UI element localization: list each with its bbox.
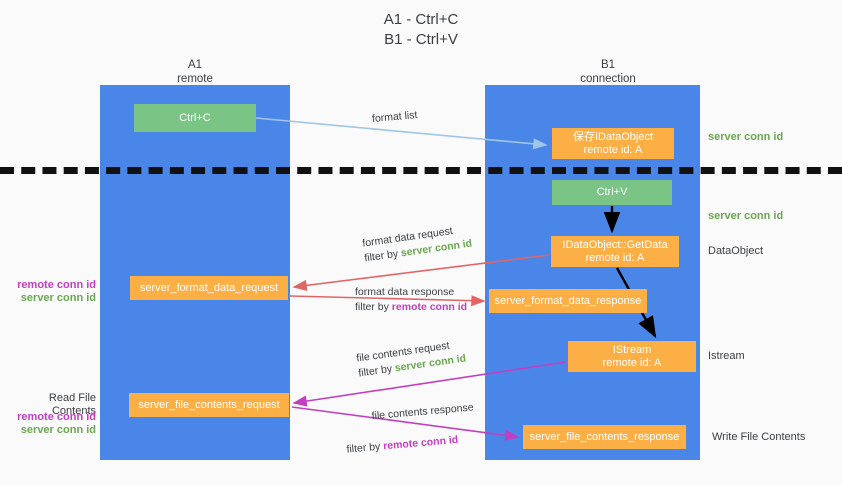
filter-id-2: remote conn id xyxy=(391,301,468,313)
annotation-server-conn-id-top: server conn id xyxy=(708,131,784,143)
annotation-server-conn-id-2: server conn id xyxy=(20,424,96,436)
annotation-read-file-contents: Read File Contents xyxy=(48,392,96,417)
box-server-file-contents-response[interactable]: server_file_contents_response xyxy=(523,425,686,449)
lane-a1-role: remote xyxy=(177,73,213,85)
lane-b1-name: B1 xyxy=(600,59,616,71)
box-istream[interactable]: IStream remote id: A xyxy=(568,341,696,372)
box-save-idataobject[interactable]: 保存IDataObject remote id: A xyxy=(552,128,674,159)
title-line-2: B1 - Ctrl+V xyxy=(384,31,458,48)
annotation-server-conn-id-mid: server conn id xyxy=(708,210,784,222)
annotation-dataobject: DataObject xyxy=(708,245,764,257)
annotation-write-file-contents: Write File Contents xyxy=(712,431,806,443)
box-ctrl-v[interactable]: Ctrl+V xyxy=(552,180,672,205)
lane-a1-name: A1 xyxy=(187,59,203,71)
filter-prefix-3: filter by xyxy=(357,362,396,380)
box-server-file-contents-request[interactable]: server_file_contents_request xyxy=(129,393,289,417)
box-idataobject-getdata[interactable]: IDataObject::GetData remote id: A xyxy=(551,236,679,267)
arrow-file-contents-response xyxy=(291,406,520,441)
edge-label-format-data-response: format data response filter by remote co… xyxy=(355,285,467,315)
box-server-file-contents-request-label: server_file_contents_request xyxy=(138,398,280,411)
edge-label-format-data-response-line1: format data response xyxy=(355,286,455,298)
box-ctrl-v-label: Ctrl+V xyxy=(596,186,628,198)
box-server-format-data-request-label: server_format_data_request xyxy=(139,281,279,294)
lane-header-b1: B1 connection xyxy=(528,58,688,86)
box-server-format-data-response[interactable]: server_format_data_response xyxy=(489,289,647,313)
arrow-format-data-response xyxy=(289,295,486,307)
box-save-idataobject-label: 保存IDataObject xyxy=(572,130,654,143)
annotation-remote-conn-id-1: remote conn id xyxy=(17,279,96,291)
lane-header-a1: A1 remote xyxy=(125,58,265,86)
title-line-1: A1 - Ctrl+C xyxy=(383,11,459,28)
box-ctrl-c-label: Ctrl+C xyxy=(179,111,211,124)
arrow-file-contents-request xyxy=(292,361,567,407)
page-title: A1 - Ctrl+C B1 - Ctrl+V xyxy=(0,10,842,50)
annotation-server-conn-id-1: server conn id xyxy=(20,292,96,304)
box-save-idataobject-sub: remote id: A xyxy=(583,143,643,156)
box-idataobject-getdata-sub: remote id: A xyxy=(585,251,645,264)
filter-prefix-2: filter by xyxy=(355,301,392,313)
annotation-conn-ids-file: remote conn id server conn id xyxy=(8,411,96,437)
annotation-conn-ids-format: remote conn id server conn id xyxy=(8,279,96,305)
box-server-format-data-request[interactable]: server_format_data_request xyxy=(130,276,288,300)
lane-b1-role: connection xyxy=(580,73,636,85)
annotation-istream: Istream xyxy=(708,350,745,362)
box-ctrl-c[interactable]: Ctrl+C xyxy=(134,104,256,132)
box-server-file-contents-response-label: server_file_contents_response xyxy=(529,430,680,443)
edge-label-format-data-response-filter: filter by remote conn id xyxy=(355,300,467,315)
filter-prefix-4: filter by xyxy=(346,440,384,456)
box-server-format-data-response-label: server_format_data_response xyxy=(494,294,642,307)
box-idataobject-getdata-label: IDataObject::GetData xyxy=(562,238,668,251)
phase-separator xyxy=(0,167,842,174)
box-istream-label: IStream xyxy=(612,343,652,356)
box-istream-sub: remote id: A xyxy=(602,356,662,369)
annotation-remote-conn-id-2: remote conn id xyxy=(17,411,96,423)
arrow-format-data-request xyxy=(292,254,550,291)
filter-prefix-1: filter by xyxy=(363,247,402,265)
arrow-format-list xyxy=(255,117,548,150)
